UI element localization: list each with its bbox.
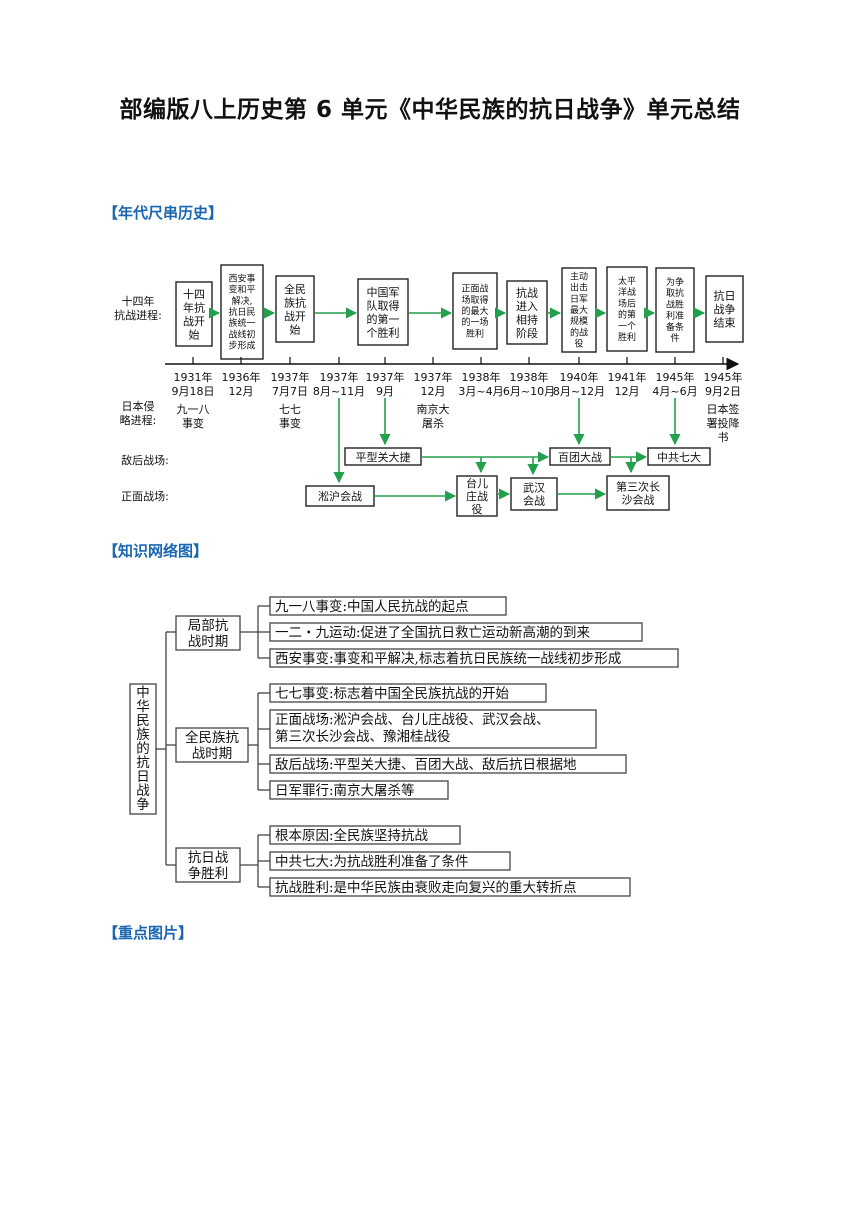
japan-event-1: 九一八事变 bbox=[177, 403, 210, 430]
row-label-enemy-rear: 敌后战场: bbox=[121, 453, 169, 467]
network-period-label-3: 抗日战争胜利 bbox=[188, 850, 229, 882]
network-item-box-3-2 bbox=[269, 851, 511, 871]
front-battle-box-4 bbox=[606, 475, 670, 511]
section-heading-timeline: 【年代尺串历史】 bbox=[103, 204, 224, 222]
network-item-box-1-1 bbox=[269, 596, 507, 616]
network-item-label-2-2: 正面战场:淞沪会战、台儿庄战役、武汉会战、第三次长沙会战、豫湘桂战役 bbox=[275, 711, 550, 745]
network-item-box-2-2 bbox=[269, 709, 597, 749]
network-item-label-1-3: 西安事变:事变和平解决,标志着抗日民族统一战线初步形成 bbox=[275, 650, 621, 667]
front-battle-box-2 bbox=[456, 475, 498, 517]
enemy-rear-label-2: 百团大战 bbox=[558, 450, 602, 464]
japan-event-4: 日本签署投降书 bbox=[707, 402, 740, 444]
network-item-label-2-4: 日军罪行:南京大屠杀等 bbox=[275, 782, 415, 799]
timeline-event-box-9 bbox=[655, 267, 695, 353]
network-period-label-1: 局部抗战时期 bbox=[188, 618, 229, 650]
timeline-event-label-7: 主动出击日军最大规模的战役 bbox=[570, 270, 588, 349]
network-item-box-2-1 bbox=[269, 683, 547, 703]
section-heading-key-images: 【重点图片】 bbox=[103, 924, 194, 942]
japan-event-2: 七七事变 bbox=[279, 403, 301, 430]
enemy-rear-label-1: 平型关大捷 bbox=[356, 450, 411, 464]
timeline-event-box-4 bbox=[357, 278, 409, 346]
network-period-box-3 bbox=[175, 847, 241, 883]
network-item-label-1-1: 九一八事变:中国人民抗战的起点 bbox=[275, 599, 469, 615]
network-item-label-2-1: 七七事变:标志着中国全民族抗战的开始 bbox=[275, 685, 510, 702]
timeline-event-box-2 bbox=[220, 264, 264, 360]
japan-event-3: 南京大屠杀 bbox=[417, 402, 450, 430]
timeline-event-label-3: 全民族抗战开始 bbox=[284, 282, 306, 337]
front-battle-label-3: 武汉会战 bbox=[523, 482, 545, 508]
document-title: 部编版八上历史第 6 单元《中华民族的抗日战争》单元总结 bbox=[119, 97, 741, 123]
network-item-box-3-1 bbox=[269, 825, 461, 845]
timeline-event-label-4: 中国军队取得的第一个胜利 bbox=[367, 286, 400, 340]
network-root-label: 中华民族的抗日战争 bbox=[136, 685, 150, 813]
network-item-box-1-3 bbox=[269, 648, 679, 668]
row-label-japan: 日本侵略进程: bbox=[120, 399, 157, 427]
network-period-box-2 bbox=[175, 727, 249, 763]
network-item-box-3-3 bbox=[269, 877, 631, 897]
network-item-label-2-3: 敌后战场:平型关大捷、百团大战、敌后抗日根据地 bbox=[275, 757, 577, 773]
timeline-event-label-6: 抗战进入相持阶段 bbox=[516, 285, 538, 340]
timeline-event-label-10: 抗日战争结束 bbox=[714, 289, 736, 330]
timeline-event-label-9: 为争取抗战胜利准备条件 bbox=[666, 276, 684, 344]
timeline-event-label-2: 西安事变和平解决,抗日民族统一战线初步形成 bbox=[228, 272, 255, 351]
front-battle-label-4: 第三次长沙会战 bbox=[616, 480, 660, 507]
network-period-label-2: 全民族抗战时期 bbox=[185, 729, 239, 762]
network-item-box-2-3 bbox=[269, 754, 627, 774]
timeline-event-box-3 bbox=[275, 275, 315, 343]
enemy-rear-label-3: 中共七大 bbox=[657, 450, 701, 464]
timeline-event-box-8 bbox=[606, 266, 648, 352]
front-battle-label-1: 淞沪会战 bbox=[318, 489, 362, 503]
timeline-event-label-1: 十四年抗战开始 bbox=[183, 287, 205, 342]
network-period-box-1 bbox=[175, 615, 241, 651]
timeline-event-box-5 bbox=[452, 272, 498, 350]
timeline-event-label-8: 太平洋战场后的第一个胜利 bbox=[618, 275, 636, 343]
network-item-label-3-1: 根本原因:全民族坚持抗战 bbox=[275, 827, 429, 844]
network-item-box-1-2 bbox=[269, 622, 643, 642]
row-label-progress: 十四年抗战进程: bbox=[114, 294, 162, 322]
network-item-label-1-2: 一二・九运动:促进了全国抗日救亡运动新高潮的到来 bbox=[275, 624, 591, 641]
timeline-event-label-5: 正面战场取得的最大的一场胜利 bbox=[461, 284, 488, 340]
network-item-label-3-3: 抗战胜利:是中华民族由衰败走向复兴的重大转折点 bbox=[275, 879, 577, 896]
timeline-event-box-10 bbox=[705, 275, 744, 343]
enemy-rear-box-3 bbox=[647, 447, 711, 466]
section-heading-knowledge-network: 【知识网络图】 bbox=[103, 542, 209, 560]
front-battle-label-2: 台儿庄战役 bbox=[466, 476, 488, 516]
front-battle-box-3 bbox=[510, 477, 558, 511]
row-label-front: 正面战场: bbox=[121, 489, 169, 503]
timeline-event-box-6 bbox=[506, 280, 548, 345]
network-item-label-3-2: 中共七大:为抗战胜利准备了条件 bbox=[275, 853, 469, 870]
timeline-event-box-7 bbox=[561, 267, 597, 353]
network-item-box-2-4 bbox=[269, 780, 449, 800]
